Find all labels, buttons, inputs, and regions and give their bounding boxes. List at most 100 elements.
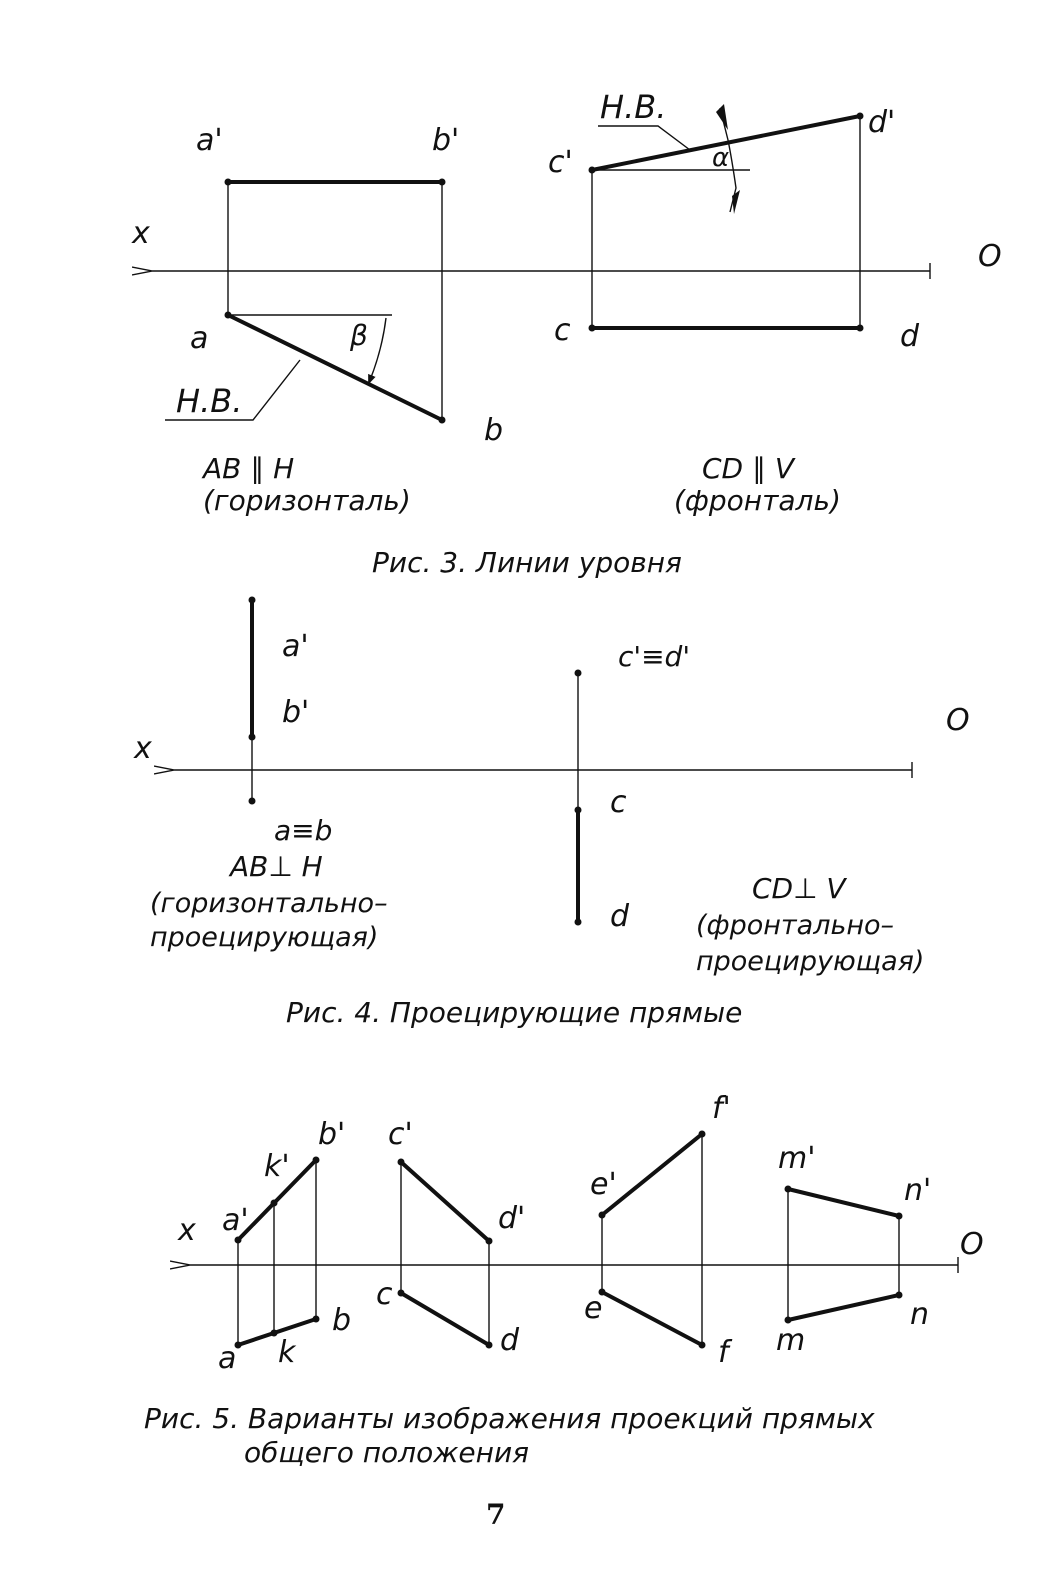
- fig3-left-note-line2: (горизонталь): [203, 484, 411, 517]
- fig5-point-n: [895, 1291, 903, 1299]
- fig5-label-c-prime: c': [388, 1117, 413, 1152]
- fig3-point-c: [588, 324, 596, 332]
- fig3-point-d-prime: [856, 112, 864, 120]
- fig5-label-k: k: [278, 1335, 297, 1370]
- fig5-label-m-prime: m': [778, 1141, 815, 1176]
- fig5-label-f: f: [718, 1335, 733, 1370]
- fig4-label-o: O: [946, 703, 970, 738]
- fig3-alpha-arrow-bottom: [732, 190, 740, 214]
- fig3-label-d: d: [900, 319, 920, 354]
- fig5-point-m: [784, 1316, 792, 1324]
- fig5-label-k-prime: k': [264, 1149, 290, 1184]
- fig3-label-nv-left: Н.В.: [176, 382, 242, 420]
- fig3-label-o: O: [978, 239, 1002, 274]
- fig5-point-f: [698, 1341, 706, 1349]
- fig5-label-e-prime: e': [590, 1167, 617, 1202]
- figure-4: a' b' x a≡b c'≡d' O c d AB⊥ H (горизонта…: [133, 596, 970, 1029]
- fig5-label-e: e: [584, 1291, 602, 1326]
- fig5-cd-frontal-projection: [399, 1160, 491, 1243]
- fig3-label-b: b: [484, 413, 503, 448]
- fig3-right-note-line1: CD ∥ V: [702, 452, 796, 485]
- fig5-label-b: b: [332, 1303, 351, 1338]
- fig4-label-c: c: [610, 785, 627, 820]
- fig3-cd-frontal-projection: [590, 114, 862, 172]
- fig5-label-d-prime: d': [498, 1201, 525, 1236]
- figure-5: b' k' a' x a k b c' d' c d e' f' e f m' …: [144, 1091, 984, 1469]
- fig5-label-n-prime: n': [904, 1173, 931, 1208]
- fig5-label-d: d: [500, 1323, 520, 1358]
- fig3-point-d: [856, 324, 864, 332]
- fig5-point-k: [270, 1329, 278, 1337]
- fig4-right-note-line3: проецирующая): [696, 946, 924, 977]
- fig3-label-beta: β: [349, 319, 368, 352]
- fig3-point-c-prime: [588, 166, 596, 174]
- fig4-label-a-prime: a': [282, 629, 309, 664]
- fig3-ab-horizontal-projection: [226, 313, 444, 422]
- fig5-label-a-prime: a': [222, 1203, 249, 1238]
- fig5-point-f-prime: [698, 1130, 706, 1138]
- fig3-label-d-prime: d': [868, 105, 895, 140]
- fig4-left-note-line1: AB⊥ H: [228, 850, 323, 883]
- fig5-mn-horizontal-projection: [786, 1293, 901, 1322]
- fig4-label-cd-prime: c'≡d': [618, 640, 690, 673]
- fig3-nv-leader-left: [165, 359, 301, 421]
- figure-3: a' b' x a b β Н.В. c' d' Н.В. α O c d AB…: [131, 88, 1002, 579]
- fig4-right-note-line2: (фронтально–: [696, 910, 894, 941]
- fig4-label-b-prime: b': [282, 695, 309, 730]
- fig3-alpha-arrow-top: [716, 104, 728, 130]
- fig5-point-a: [234, 1341, 242, 1349]
- fig3-label-a: a: [190, 321, 208, 356]
- fig5-label-m: m: [776, 1323, 805, 1358]
- fig3-right-note-line2: (фронталь): [674, 484, 841, 517]
- fig3-point-a: [224, 311, 232, 319]
- fig5-point-a-prime: [234, 1236, 242, 1244]
- fig5-point-c-prime: [397, 1158, 405, 1166]
- fig4-point-ab: [248, 797, 256, 805]
- fig4-point-c: [574, 806, 582, 814]
- fig5-point-c: [397, 1289, 405, 1297]
- fig3-label-a-prime: a': [196, 123, 223, 158]
- fig5-point-e: [598, 1288, 606, 1296]
- fig3-point-a-prime: [224, 178, 232, 186]
- fig5-label-f-prime: f': [712, 1091, 731, 1126]
- fig5-point-b-prime: [312, 1156, 320, 1164]
- fig4-label-x: x: [133, 731, 152, 766]
- fig3-label-nv-right: Н.В.: [600, 88, 666, 126]
- fig4-point-cd-prime: [574, 669, 582, 677]
- fig4-label-d: d: [610, 899, 630, 934]
- fig5-label-n: n: [910, 1297, 929, 1332]
- fig3-alpha-arc: [719, 107, 737, 213]
- fig5-caption-line2: общего положения: [244, 1436, 529, 1469]
- fig5-ef-frontal-projection: [600, 1132, 704, 1217]
- fig3-nv-leader-right: [598, 125, 691, 151]
- fig3-point-b: [438, 416, 446, 424]
- fig5-ab-frontal-projection: [236, 1158, 318, 1242]
- fig3-beta-arc: [368, 317, 387, 385]
- fig3-label-alpha: α: [712, 143, 729, 173]
- fig3-left-note-line1: AB ∥ H: [201, 452, 294, 485]
- fig3-caption: Рис. 3. Линии уровня: [372, 546, 682, 579]
- fig5-point-e-prime: [598, 1211, 606, 1219]
- fig5-point-k-prime: [270, 1199, 278, 1207]
- fig5-label-o: O: [960, 1227, 984, 1262]
- fig5-label-c: c: [376, 1277, 393, 1312]
- fig5-label-b-prime: b': [318, 1117, 345, 1152]
- fig5-ef-horizontal-projection: [600, 1290, 704, 1347]
- fig5-caption-line1: Рис. 5. Варианты изображения проекций пр…: [144, 1402, 875, 1435]
- fig5-point-d-prime: [485, 1237, 493, 1245]
- fig5-cd-horizontal-projection: [399, 1291, 491, 1347]
- fig3-label-c: c: [554, 313, 571, 348]
- fig4-caption: Рис. 4. Проецирующие прямые: [286, 996, 742, 1029]
- fig4-label-ab: a≡b: [274, 814, 332, 847]
- fig5-point-n-prime: [895, 1212, 903, 1220]
- fig4-point-d: [574, 918, 582, 926]
- fig5-point-m-prime: [784, 1185, 792, 1193]
- fig4-point-a-prime: [248, 596, 256, 604]
- fig3-label-b-prime: b': [432, 123, 459, 158]
- fig5-mn-frontal-projection: [786, 1187, 901, 1218]
- fig3-label-x: x: [131, 216, 150, 251]
- fig5-point-b: [312, 1315, 320, 1323]
- fig3-point-b-prime: [438, 178, 446, 186]
- page-number: 7: [486, 1498, 505, 1531]
